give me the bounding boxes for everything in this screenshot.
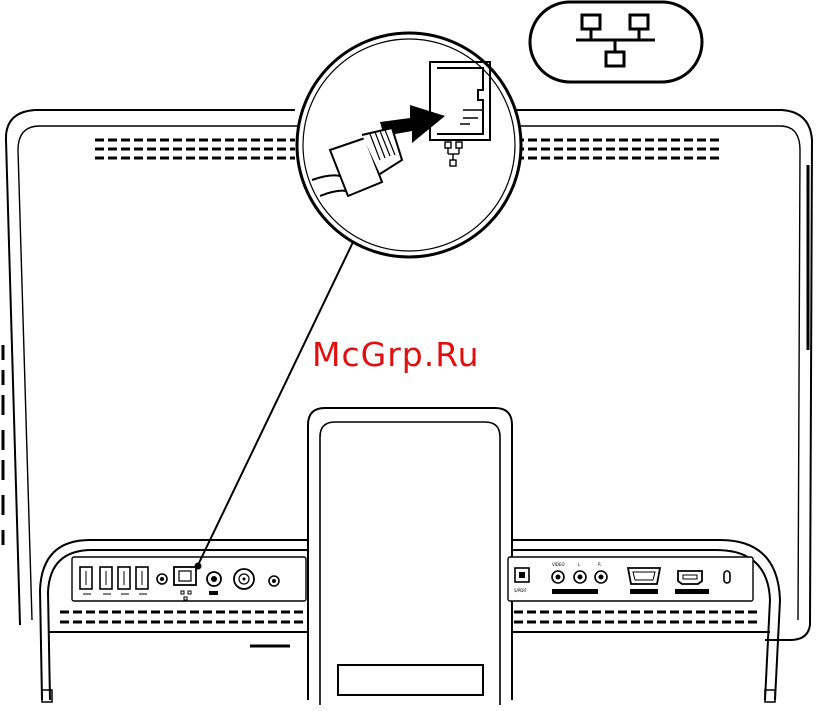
av-in-label-bar	[552, 589, 598, 594]
left-io-panel	[72, 557, 306, 601]
spdif-label: S/PDIF	[514, 588, 528, 593]
security-lock-slot[interactable]	[724, 571, 730, 583]
network-callout	[297, 33, 521, 257]
video-label: VIDEO	[552, 562, 565, 567]
usb-port[interactable]	[136, 567, 148, 589]
tv-in-port[interactable]	[234, 569, 254, 589]
usb-port[interactable]	[80, 567, 92, 589]
audio-l-port[interactable]	[574, 571, 586, 583]
usb-port[interactable]	[100, 567, 112, 589]
spdif-port[interactable]	[515, 568, 529, 582]
vga-port[interactable]	[628, 568, 660, 594]
audio-r-label: R	[598, 562, 601, 567]
right-io-panel: S/PDIF VIDEO L R	[508, 557, 753, 601]
watermark: McGrp.Ru	[312, 330, 522, 380]
stand-inner	[320, 422, 500, 705]
audio-r-port[interactable]	[595, 571, 607, 583]
callout-leader-dot	[195, 563, 202, 570]
stand	[308, 408, 512, 705]
audio-out-jack[interactable]	[157, 574, 167, 584]
video-in-port[interactable]	[552, 571, 564, 583]
usb-port[interactable]	[118, 567, 130, 589]
network-port[interactable]	[174, 567, 196, 585]
network-badge	[530, 2, 702, 82]
microphone-jack[interactable]	[269, 576, 279, 586]
